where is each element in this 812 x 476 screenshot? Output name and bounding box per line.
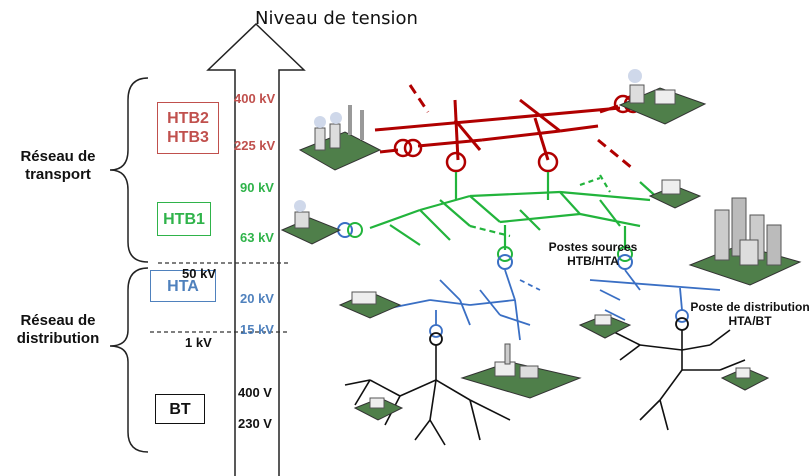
box-htb1: HTB1 <box>157 202 211 236</box>
voltage-20kv: 20 kV <box>240 291 274 306</box>
bt-network <box>344 329 746 446</box>
box-bt: BT <box>155 394 205 424</box>
village <box>460 343 582 399</box>
city <box>688 197 802 286</box>
htb1-network <box>369 172 671 250</box>
power-plant-left <box>298 105 382 171</box>
box-htb2-htb3: HTB2 HTB3 <box>157 102 219 154</box>
brace-transport <box>109 77 149 263</box>
voltage-225kv: 225 kV <box>234 138 276 153</box>
voltage-63kv: 63 kV <box>240 230 274 245</box>
plant-green-right <box>648 179 702 209</box>
factory-hta <box>338 291 402 319</box>
voltage-15kv: 15 kV <box>240 322 274 337</box>
voltage-1kv: 1 kV <box>185 335 212 350</box>
hta-network <box>379 269 721 341</box>
label-reseau-distribution: Réseau de distribution <box>16 312 100 347</box>
voltage-400v: 400 V <box>238 385 272 400</box>
house-right-hta <box>578 314 632 339</box>
house-bt-right <box>720 367 770 391</box>
box-hta: HTA <box>150 270 216 302</box>
voltage-230v: 230 V <box>238 416 272 431</box>
voltage-arrow <box>206 22 306 476</box>
label-postes-sources: Postes sources HTB/HTA <box>548 240 638 268</box>
voltage-50kv: 50 kV <box>182 266 216 281</box>
label-poste-distribution: Poste de distribution HTA/BT <box>690 300 810 328</box>
label-reseau-transport: Réseau de transport <box>20 148 96 183</box>
voltage-400kv: 400 kV <box>234 91 276 106</box>
power-plant-right <box>618 69 707 125</box>
diagram-title: Niveau de tension <box>255 8 418 29</box>
house-bt-left <box>353 397 404 421</box>
plant-green-left <box>280 200 342 245</box>
brace-distribution <box>109 267 149 453</box>
hta-transformers <box>429 309 689 346</box>
voltage-90kv: 90 kV <box>240 180 274 195</box>
htb23-transformers <box>393 94 643 173</box>
